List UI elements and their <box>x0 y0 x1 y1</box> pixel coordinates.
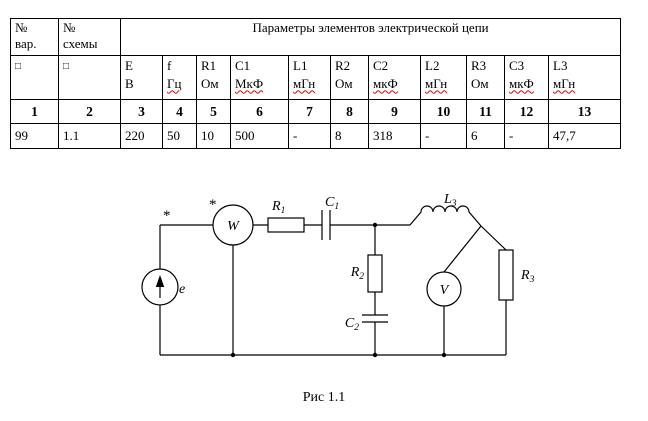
value-cell: 6 <box>466 123 505 149</box>
value-cell: 500 <box>230 123 289 149</box>
wattmeter-terminal-mark: * <box>163 208 171 224</box>
label-c1: C1 <box>325 195 339 212</box>
value-cell: - <box>504 123 549 149</box>
label-r3: R3 <box>520 268 535 285</box>
junction-dot <box>230 352 236 358</box>
wattmeter-label: W <box>227 219 240 234</box>
parameters-table: № вар. № схемы Параметры элементов элект… <box>10 18 622 149</box>
junction-dots <box>230 222 447 358</box>
figure-caption: Рис 1.1 <box>302 390 346 405</box>
scheme-number-header: № схемы <box>58 18 121 56</box>
value-cell: - <box>288 123 331 149</box>
label-c2: C2 <box>345 316 359 333</box>
index-cell: 11 <box>466 99 505 124</box>
label-r1: R1 <box>271 199 285 216</box>
source-arrow <box>155 275 165 298</box>
wattmeter-circle <box>212 204 254 246</box>
index-cell: 13 <box>547 99 622 124</box>
index-cell: 2 <box>58 99 121 124</box>
index-cell: 3 <box>120 99 163 124</box>
junction-dot <box>372 352 378 358</box>
index-cell: 6 <box>230 99 289 124</box>
value-cell: 1.1 <box>58 123 121 149</box>
circuit-diagram: * * e W V R1 C1 L3 R2 C2 R3 <box>141 192 535 358</box>
source-label: e <box>179 282 185 297</box>
value-cell: 47,7 <box>547 123 622 149</box>
index-cell: 10 <box>420 99 467 124</box>
placeholder-cell: □ <box>10 55 59 100</box>
placeholder-glyph: □ <box>63 61 70 72</box>
wattmeter-terminal-mark: * <box>209 197 217 213</box>
capacitor-c1 <box>321 210 331 240</box>
label-l3: L3 <box>443 192 457 209</box>
index-cell: 5 <box>196 99 231 124</box>
value-cell: 50 <box>162 123 197 149</box>
value-cell: 318 <box>368 123 421 149</box>
value-cell: - <box>420 123 467 149</box>
resistor-r3 <box>498 249 514 301</box>
placeholder-cell: □ <box>58 55 121 100</box>
placeholder-glyph: □ <box>15 61 22 72</box>
index-cell: 7 <box>288 99 331 124</box>
index-cell: 8 <box>330 99 369 124</box>
index-cell: 9 <box>368 99 421 124</box>
junction-dot <box>441 352 447 358</box>
params-title: Параметры элементов электрической цепи <box>119 18 622 56</box>
resistor-r1 <box>267 217 305 233</box>
index-cell: 4 <box>162 99 197 124</box>
inductor-l3 <box>409 205 482 227</box>
value-cell: 99 <box>10 123 59 149</box>
variant-number-header: № вар. <box>10 18 59 56</box>
resistor-r2 <box>367 254 383 293</box>
voltmeter-label: V <box>440 283 450 298</box>
index-cell: 1 <box>10 99 59 124</box>
junction-dot <box>372 222 378 228</box>
voltmeter-circle <box>426 271 462 307</box>
index-cell: 12 <box>504 99 549 124</box>
value-cell: 220 <box>120 123 163 149</box>
wire-voltmeter-branch <box>443 225 482 355</box>
value-cell: 10 <box>196 123 231 149</box>
table-header-row: № вар. № схемы Параметры элементов элект… <box>10 18 622 56</box>
values-row: 99 1.1 220 50 10 500 - 8 318 - 6 - 47,7 <box>10 123 622 149</box>
label-r2: R2 <box>350 265 365 282</box>
column-index-row: 1 2 3 4 5 6 7 8 9 10 11 12 13 <box>10 99 622 124</box>
value-cell: 8 <box>330 123 369 149</box>
capacitor-c2 <box>362 314 388 323</box>
